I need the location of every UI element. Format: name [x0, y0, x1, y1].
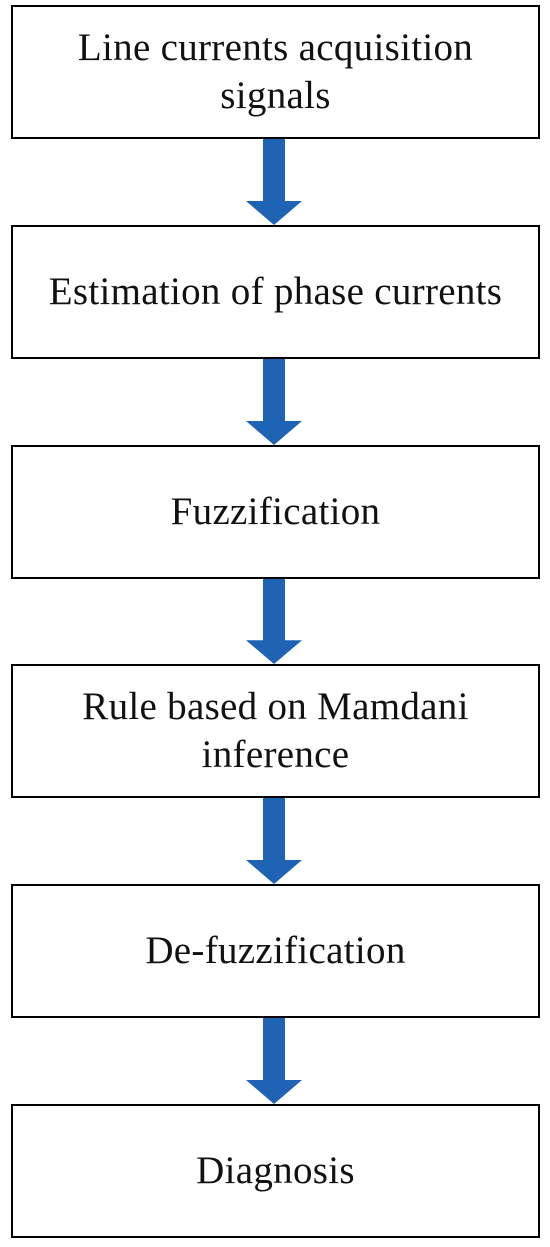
step-label: Diagnosis	[196, 1149, 355, 1192]
step-label: Line currents acquisition signals	[77, 26, 474, 117]
step-box-fuzzification: Fuzzification	[11, 445, 540, 579]
step-box-defuzzification: De-fuzzification	[11, 884, 540, 1018]
step-box-estimation-phase-currents: Estimation of phase currents	[11, 225, 540, 359]
step-label: De-fuzzification	[145, 929, 406, 972]
step-box-line-currents-acquisition: Line currents acquisition signals	[11, 5, 540, 139]
down-arrow-icon	[246, 579, 302, 664]
down-arrow-icon	[246, 1018, 302, 1104]
down-arrow-icon	[246, 139, 302, 225]
step-box-diagnosis: Diagnosis	[11, 1104, 540, 1238]
step-box-mamdani-inference: Rule based on Mamdani inference	[11, 664, 540, 798]
step-label: Rule based on Mamdani inference	[82, 685, 469, 776]
down-arrow-icon	[246, 798, 302, 884]
down-arrow-icon	[246, 359, 302, 445]
step-label: Fuzzification	[170, 490, 381, 533]
step-label: Estimation of phase currents	[48, 270, 503, 313]
